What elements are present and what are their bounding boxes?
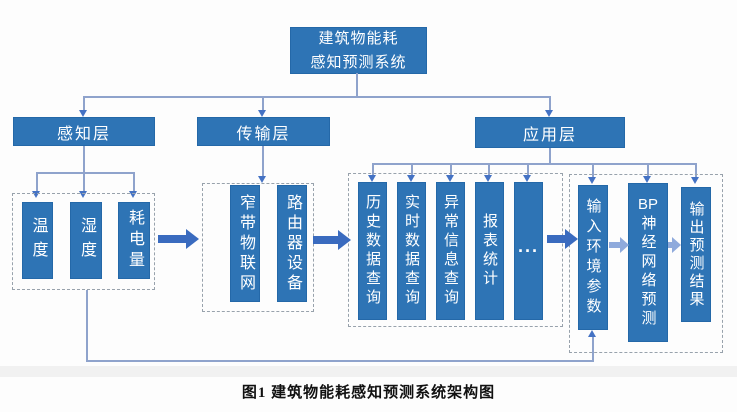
- connector-vline: [36, 172, 38, 191]
- sensor-label-humidity: 湿度: [78, 216, 95, 265]
- arrowhead-down-icon: [588, 177, 596, 184]
- figure-caption: 图1 建筑物能耗感知预测系统架构图: [241, 385, 496, 401]
- prediction-group: [569, 174, 723, 353]
- transmission-box-router: 路由器设备: [277, 185, 307, 302]
- root-box: 建筑物能耗 感知预测系统: [290, 27, 427, 74]
- feedback-vline: [592, 337, 594, 362]
- connector-vline: [549, 96, 551, 110]
- connector-vline: [488, 163, 490, 175]
- pred-box-output-results: 输出预测结果: [681, 187, 711, 322]
- sensor-box-temperature: 温度: [22, 202, 53, 279]
- app-box-ellipsis: ···: [514, 182, 543, 320]
- app-label-history-query: 历史数据查询: [364, 194, 381, 308]
- app-label-anomaly-query: 异常信息查询: [442, 194, 459, 308]
- pred-label-input-params: 输入环境参数: [584, 197, 602, 318]
- flow-arrow-perception-to-transmission: [158, 229, 199, 249]
- connector-hline: [84, 96, 551, 98]
- layer-label-perception: 感知层: [56, 125, 111, 143]
- connector-vline: [356, 73, 358, 96]
- arrowhead-down-icon: [691, 177, 699, 184]
- layer-label-application: 应用层: [522, 126, 577, 144]
- app-box-report-stats: 报表统计: [475, 182, 504, 320]
- connector-vline: [647, 163, 649, 176]
- arrowhead-down-icon: [79, 110, 87, 117]
- pred-label-bp-prefix: BP: [637, 196, 658, 213]
- pred-label-bp-suffix: 神经网络预测: [639, 215, 657, 329]
- sensor-label-power-consumption: 耗电量: [126, 209, 143, 272]
- sensor-box-power-consumption: 耗电量: [118, 202, 150, 279]
- arrowhead-down-icon: [446, 175, 454, 182]
- flow-arrow-transmission-to-application: [313, 230, 351, 250]
- arrowhead-down-icon: [523, 175, 531, 182]
- arrowhead-down-icon: [407, 175, 415, 182]
- connector-vline: [695, 163, 697, 177]
- connector-vline: [83, 146, 85, 172]
- arrowhead-down-icon: [129, 191, 137, 198]
- flow-arrow-input-to-bp: [609, 237, 629, 253]
- scan-artifact-band: [0, 366, 737, 377]
- perception-group: [12, 193, 155, 290]
- connector-vline: [411, 163, 413, 175]
- pred-box-bp-network: BP 神经网络预测: [628, 183, 668, 342]
- transmission-group: [202, 183, 314, 312]
- app-box-anomaly-query: 异常信息查询: [436, 182, 465, 320]
- sensor-label-temperature: 温度: [29, 216, 47, 265]
- root-title-line1: 建筑物能耗: [318, 30, 399, 48]
- connector-vline: [262, 146, 264, 176]
- connector-vline: [527, 163, 529, 175]
- arrowhead-down-icon: [258, 176, 266, 183]
- arrowhead-down-icon: [32, 191, 40, 198]
- layer-label-transmission: 传输层: [236, 125, 291, 143]
- connector-vline: [592, 163, 594, 177]
- app-label-report-stats: 报表统计: [481, 213, 498, 289]
- connector-vline: [450, 163, 452, 175]
- transmission-label-nbiot: 窄带物联网: [237, 193, 254, 294]
- feedback-vline: [86, 290, 88, 360]
- app-box-history-query: 历史数据查询: [358, 182, 387, 320]
- connector-hline: [37, 172, 134, 174]
- connector-vline: [262, 96, 264, 110]
- connector-vline: [372, 163, 374, 175]
- arrowhead-down-icon: [545, 110, 553, 117]
- sensor-box-humidity: 湿度: [70, 202, 102, 279]
- arrowhead-up-icon: [588, 330, 596, 337]
- feedback-hline: [86, 360, 593, 362]
- flow-arrow-application-to-prediction: [547, 229, 578, 249]
- transmission-label-router: 路由器设备: [284, 193, 301, 294]
- arrowhead-down-icon: [79, 191, 87, 198]
- connector-vline: [549, 148, 551, 163]
- root-title-line2: 感知预测系统: [310, 53, 407, 71]
- arrowhead-down-icon: [258, 110, 266, 117]
- application-group: [348, 173, 563, 327]
- app-box-realtime-query: 实时数据查询: [397, 182, 426, 320]
- connector-vline: [133, 172, 135, 191]
- arrowhead-down-icon: [643, 176, 651, 183]
- pred-label-output-results: 输出预测结果: [687, 200, 705, 309]
- transmission-box-nbiot: 窄带物联网: [230, 185, 260, 302]
- connector-hline: [373, 163, 696, 165]
- layer-box-perception: 感知层: [13, 117, 155, 146]
- arrowhead-down-icon: [484, 175, 492, 182]
- app-label-ellipsis: ···: [518, 240, 539, 261]
- pred-box-input-params: 输入环境参数: [578, 185, 608, 330]
- app-label-realtime-query: 实时数据查询: [403, 194, 420, 308]
- layer-box-application: 应用层: [475, 117, 625, 148]
- connector-vline: [83, 96, 85, 110]
- connector-vline: [83, 172, 85, 191]
- flow-arrow-bp-to-output: [668, 237, 681, 253]
- layer-box-transmission: 传输层: [197, 117, 330, 146]
- arrowhead-down-icon: [368, 175, 376, 182]
